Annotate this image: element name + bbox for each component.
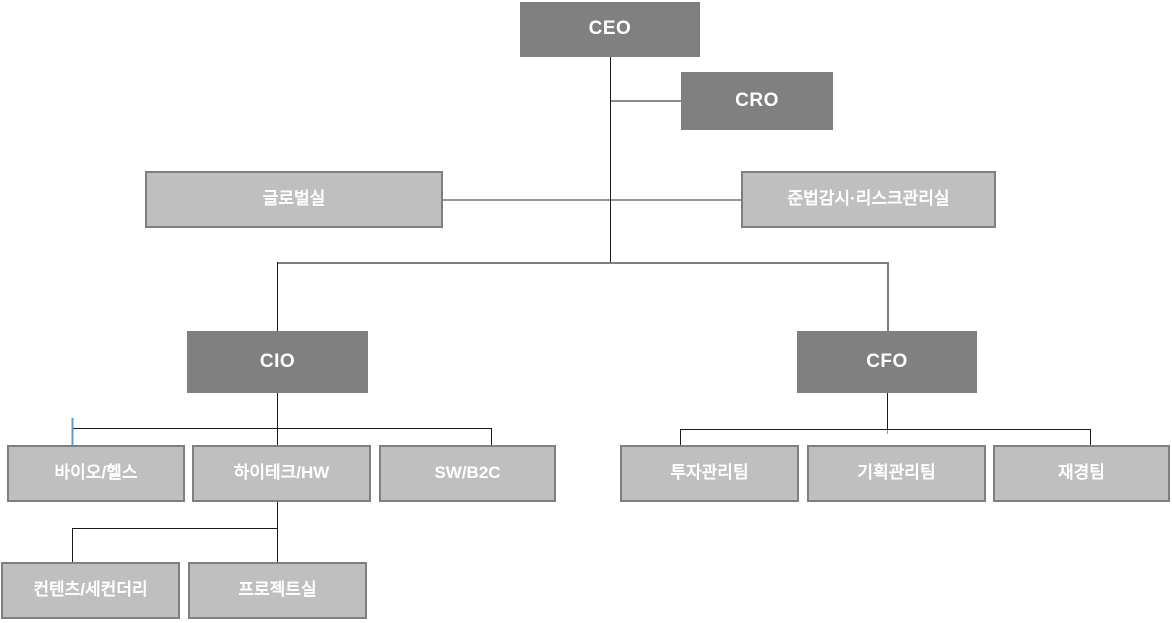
- org-node-cfo: CFO: [797, 331, 977, 393]
- org-node-cio: CIO: [187, 331, 368, 393]
- org-node-project-office-label: 프로젝트실: [238, 580, 317, 600]
- org-node-cro: CRO: [681, 72, 833, 130]
- org-node-planning-mgmt-team: 기획관리팀: [807, 445, 986, 502]
- org-node-project-office: 프로젝트실: [188, 562, 367, 619]
- org-node-global-office-label: 글로벌실: [262, 189, 326, 209]
- org-node-compliance-risk-office-label: 준법감시·리스크관리실: [787, 189, 950, 209]
- org-node-cio-label: CIO: [259, 350, 296, 372]
- org-node-bio-health: 바이오/헬스: [7, 445, 185, 502]
- org-node-planning-mgmt-team-label: 기획관리팀: [857, 463, 936, 483]
- org-node-investment-mgmt-team: 투자관리팀: [620, 445, 799, 502]
- org-node-ceo: CEO: [520, 2, 700, 57]
- org-node-finance-team-label: 재경팀: [1058, 463, 1105, 483]
- org-node-global-office: 글로벌실: [145, 171, 443, 228]
- org-node-sw-b2c-label: SW/B2C: [434, 463, 501, 483]
- org-node-finance-team: 재경팀: [993, 445, 1170, 502]
- org-node-compliance-risk-office: 준법감시·리스크관리실: [741, 171, 996, 228]
- org-node-contents-secondary: 컨텐츠/세컨더리: [1, 562, 180, 619]
- org-node-cfo-label: CFO: [866, 350, 908, 372]
- org-node-cro-label: CRO: [735, 89, 779, 111]
- org-node-hitech-hw-label: 하이테크/HW: [233, 463, 330, 483]
- org-node-sw-b2c: SW/B2C: [379, 445, 556, 502]
- org-node-ceo-label: CEO: [588, 18, 632, 40]
- org-node-investment-mgmt-team-label: 투자관리팀: [670, 463, 749, 483]
- org-node-contents-secondary-label: 컨텐츠/세컨더리: [33, 580, 148, 600]
- org-node-hitech-hw: 하이테크/HW: [192, 445, 371, 502]
- org-node-bio-health-label: 바이오/헬스: [54, 463, 138, 483]
